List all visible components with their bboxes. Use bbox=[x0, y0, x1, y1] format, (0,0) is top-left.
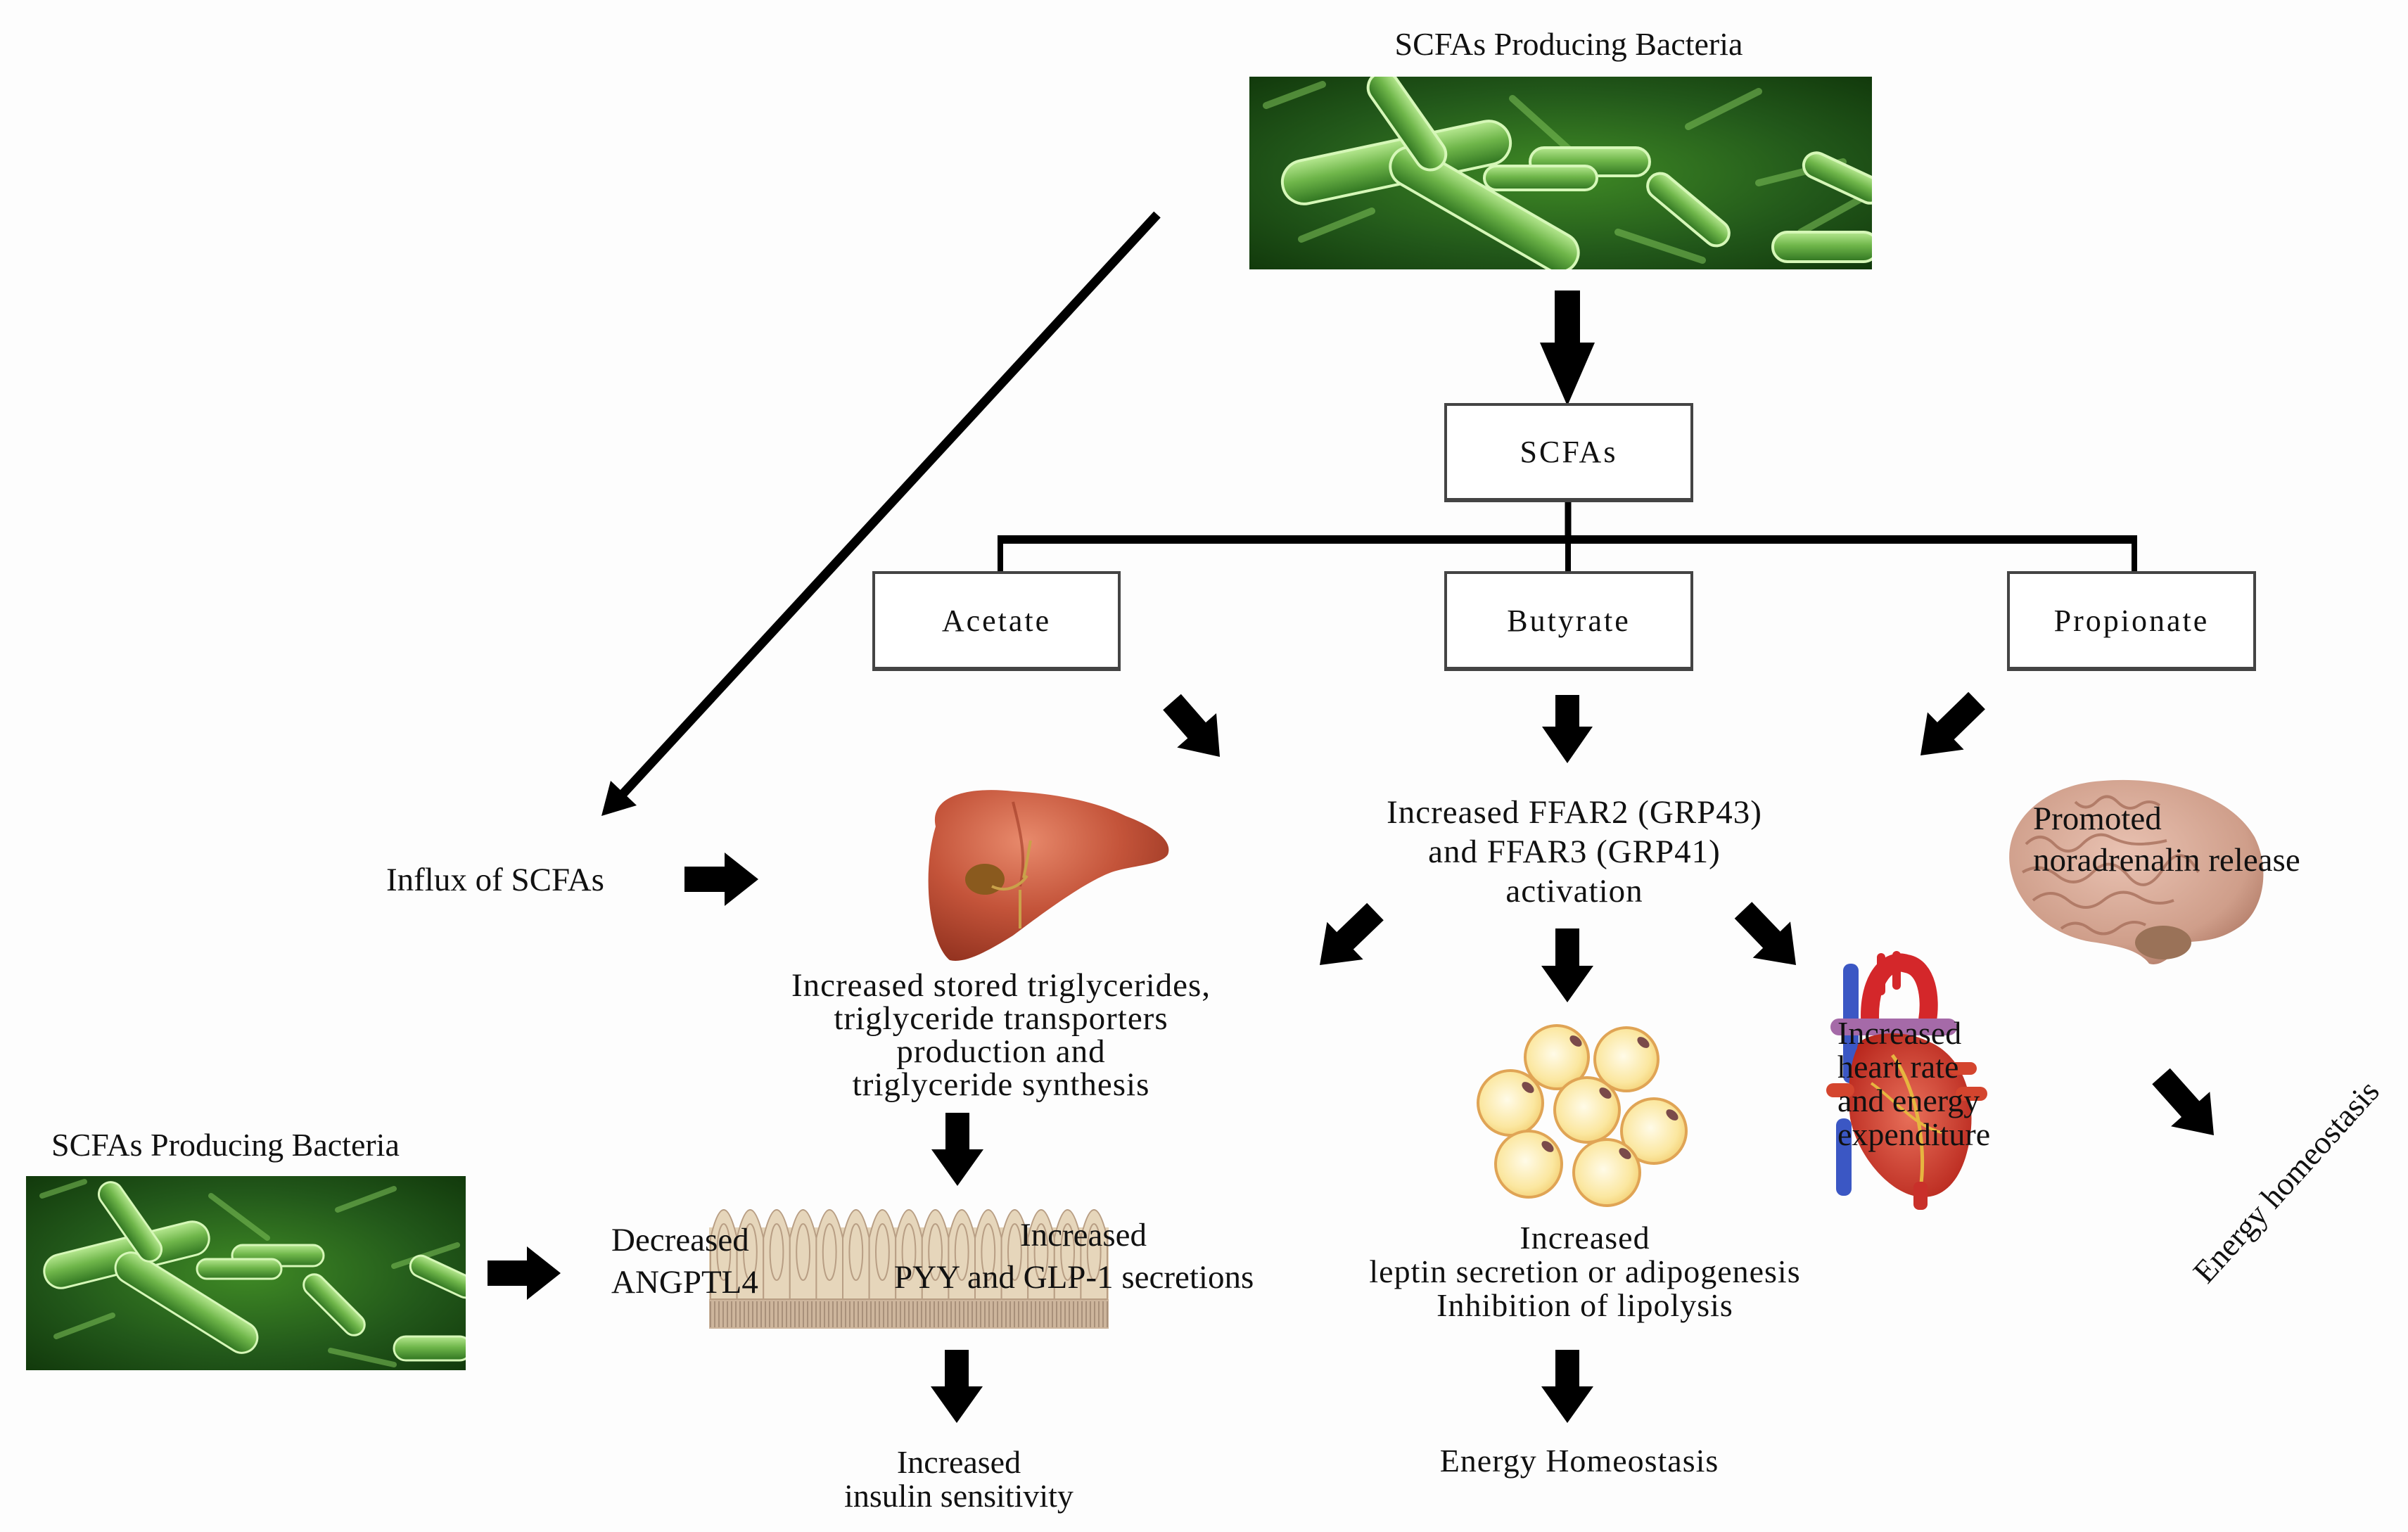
liver-line-2: triglyceride transporters bbox=[834, 1000, 1168, 1037]
propionate-box: Propionate bbox=[2007, 571, 2256, 671]
intestine-image bbox=[709, 1209, 1109, 1329]
brain-effects-text: Promoted noradrenalin release bbox=[2033, 798, 2300, 881]
heart-line-3: and energy bbox=[1837, 1083, 1980, 1118]
bottom-bacteria-image bbox=[26, 1176, 466, 1370]
liver-line-4: triglyceride synthesis bbox=[852, 1066, 1150, 1103]
brain-line-1: Promoted bbox=[2033, 800, 2162, 837]
villus-core bbox=[1033, 1223, 1049, 1281]
influx-label: Influx of SCFAs bbox=[386, 862, 604, 898]
liver-effects-text: Increased stored triglycerides, triglyce… bbox=[791, 969, 1211, 1102]
heart-line-4: expenditure bbox=[1837, 1116, 1991, 1152]
villus-core bbox=[981, 1223, 996, 1281]
diagonal-arrow-to-influx bbox=[601, 211, 1161, 816]
arrow-receptor-down bbox=[1541, 928, 1593, 1002]
adipose-line-1: Increased bbox=[1520, 1220, 1650, 1256]
bottom-bacteria-title: SCFAs Producing Bacteria bbox=[51, 1127, 400, 1163]
intestine-increased-label: Increased bbox=[1020, 1217, 1147, 1253]
arrow-butyrate-down bbox=[1542, 695, 1593, 763]
brain-line-2: noradrenalin release bbox=[2033, 842, 2300, 879]
butyrate-label: Butyrate bbox=[1507, 603, 1631, 638]
arrow-acetate-down bbox=[1163, 694, 1220, 757]
adipose-line-3: Inhibition of lipolysis bbox=[1436, 1287, 1733, 1323]
liver-image bbox=[928, 790, 1169, 961]
arrow-propionate-down bbox=[1920, 691, 1985, 755]
insulin-line-2: insulin sensitivity bbox=[844, 1478, 1074, 1514]
villus-core bbox=[1007, 1223, 1022, 1281]
acetate-box: Acetate bbox=[872, 571, 1121, 671]
intestine-left-text: Decreased ANGPTL4 bbox=[611, 1219, 758, 1303]
villus-core bbox=[954, 1223, 969, 1281]
villus-core bbox=[1060, 1223, 1075, 1281]
top-bacteria-title: SCFAs Producing Bacteria bbox=[1394, 26, 1743, 62]
acetate-label: Acetate bbox=[941, 603, 1052, 638]
liver-line-1: Increased stored triglycerides, bbox=[791, 967, 1211, 1004]
villus-core bbox=[875, 1223, 890, 1281]
arrow-adipose-down bbox=[1541, 1350, 1593, 1423]
heart-image bbox=[1826, 951, 1987, 1210]
receptor-line-2: and FFAR3 (GRP41) bbox=[1428, 834, 1721, 870]
villus-core bbox=[716, 1223, 732, 1281]
arrow-bacteria-to-scfas bbox=[1540, 291, 1595, 406]
adipose-line-2: leptin secretion or adipogenesis bbox=[1369, 1253, 1801, 1289]
scfas-box-label: SCFAs bbox=[1520, 435, 1618, 469]
arrow-influx-right bbox=[684, 853, 758, 906]
arrow-to-energy-homeostasis bbox=[2152, 1068, 2214, 1135]
liver-line-3: production and bbox=[896, 1033, 1106, 1070]
arrow-liver-down bbox=[931, 1113, 983, 1186]
villus-core bbox=[743, 1223, 758, 1281]
butyrate-box: Butyrate bbox=[1444, 571, 1693, 671]
brush-border bbox=[710, 1301, 1108, 1327]
receptor-line-3: activation bbox=[1505, 873, 1643, 909]
receptor-activation-text: Increased FFAR2 (GRP43) and FFAR3 (GRP41… bbox=[1387, 793, 1762, 911]
pyy-glp1-label: PYY and GLP-1 secretions bbox=[894, 1259, 1254, 1296]
heart-line-2: heart rate bbox=[1837, 1049, 1959, 1085]
heart-line-1: Increased bbox=[1837, 1015, 1962, 1051]
propionate-label: Propionate bbox=[2053, 603, 2210, 638]
insulin-outcome-text: Increased insulin sensitivity bbox=[844, 1445, 1074, 1513]
villus-core bbox=[901, 1223, 917, 1281]
arrow-receptor-left bbox=[1320, 902, 1384, 965]
top-bacteria-image bbox=[1249, 77, 1872, 269]
adipose-effects-text: Increased leptin secretion or adipogenes… bbox=[1369, 1221, 1800, 1322]
scfas-box: SCFAs bbox=[1444, 403, 1693, 502]
arrow-intestine-down bbox=[931, 1350, 983, 1423]
arrow-receptor-right bbox=[1734, 902, 1796, 965]
adipocyte-nuclei bbox=[1522, 1035, 1678, 1159]
villus-core bbox=[796, 1223, 810, 1281]
arrow-bacteria-to-intestine bbox=[488, 1246, 561, 1300]
receptor-line-1: Increased FFAR2 (GRP43) bbox=[1387, 794, 1762, 831]
adipose-outcome-label: Energy Homeostasis bbox=[1439, 1443, 1719, 1479]
villus-core bbox=[848, 1223, 864, 1281]
decreased-label: Decreased bbox=[611, 1222, 749, 1258]
angptl4-label: ANGPTL4 bbox=[611, 1264, 758, 1301]
villus-core bbox=[1086, 1223, 1102, 1281]
villus-core bbox=[822, 1223, 837, 1281]
villus bbox=[1080, 1209, 1108, 1300]
brain-image bbox=[2009, 779, 2264, 964]
insulin-line-1: Increased bbox=[896, 1444, 1021, 1480]
villus-core bbox=[928, 1223, 943, 1281]
heart-effects-text: Increased heart rate and energy expendit… bbox=[1837, 1016, 1990, 1151]
villus-core bbox=[769, 1223, 784, 1281]
